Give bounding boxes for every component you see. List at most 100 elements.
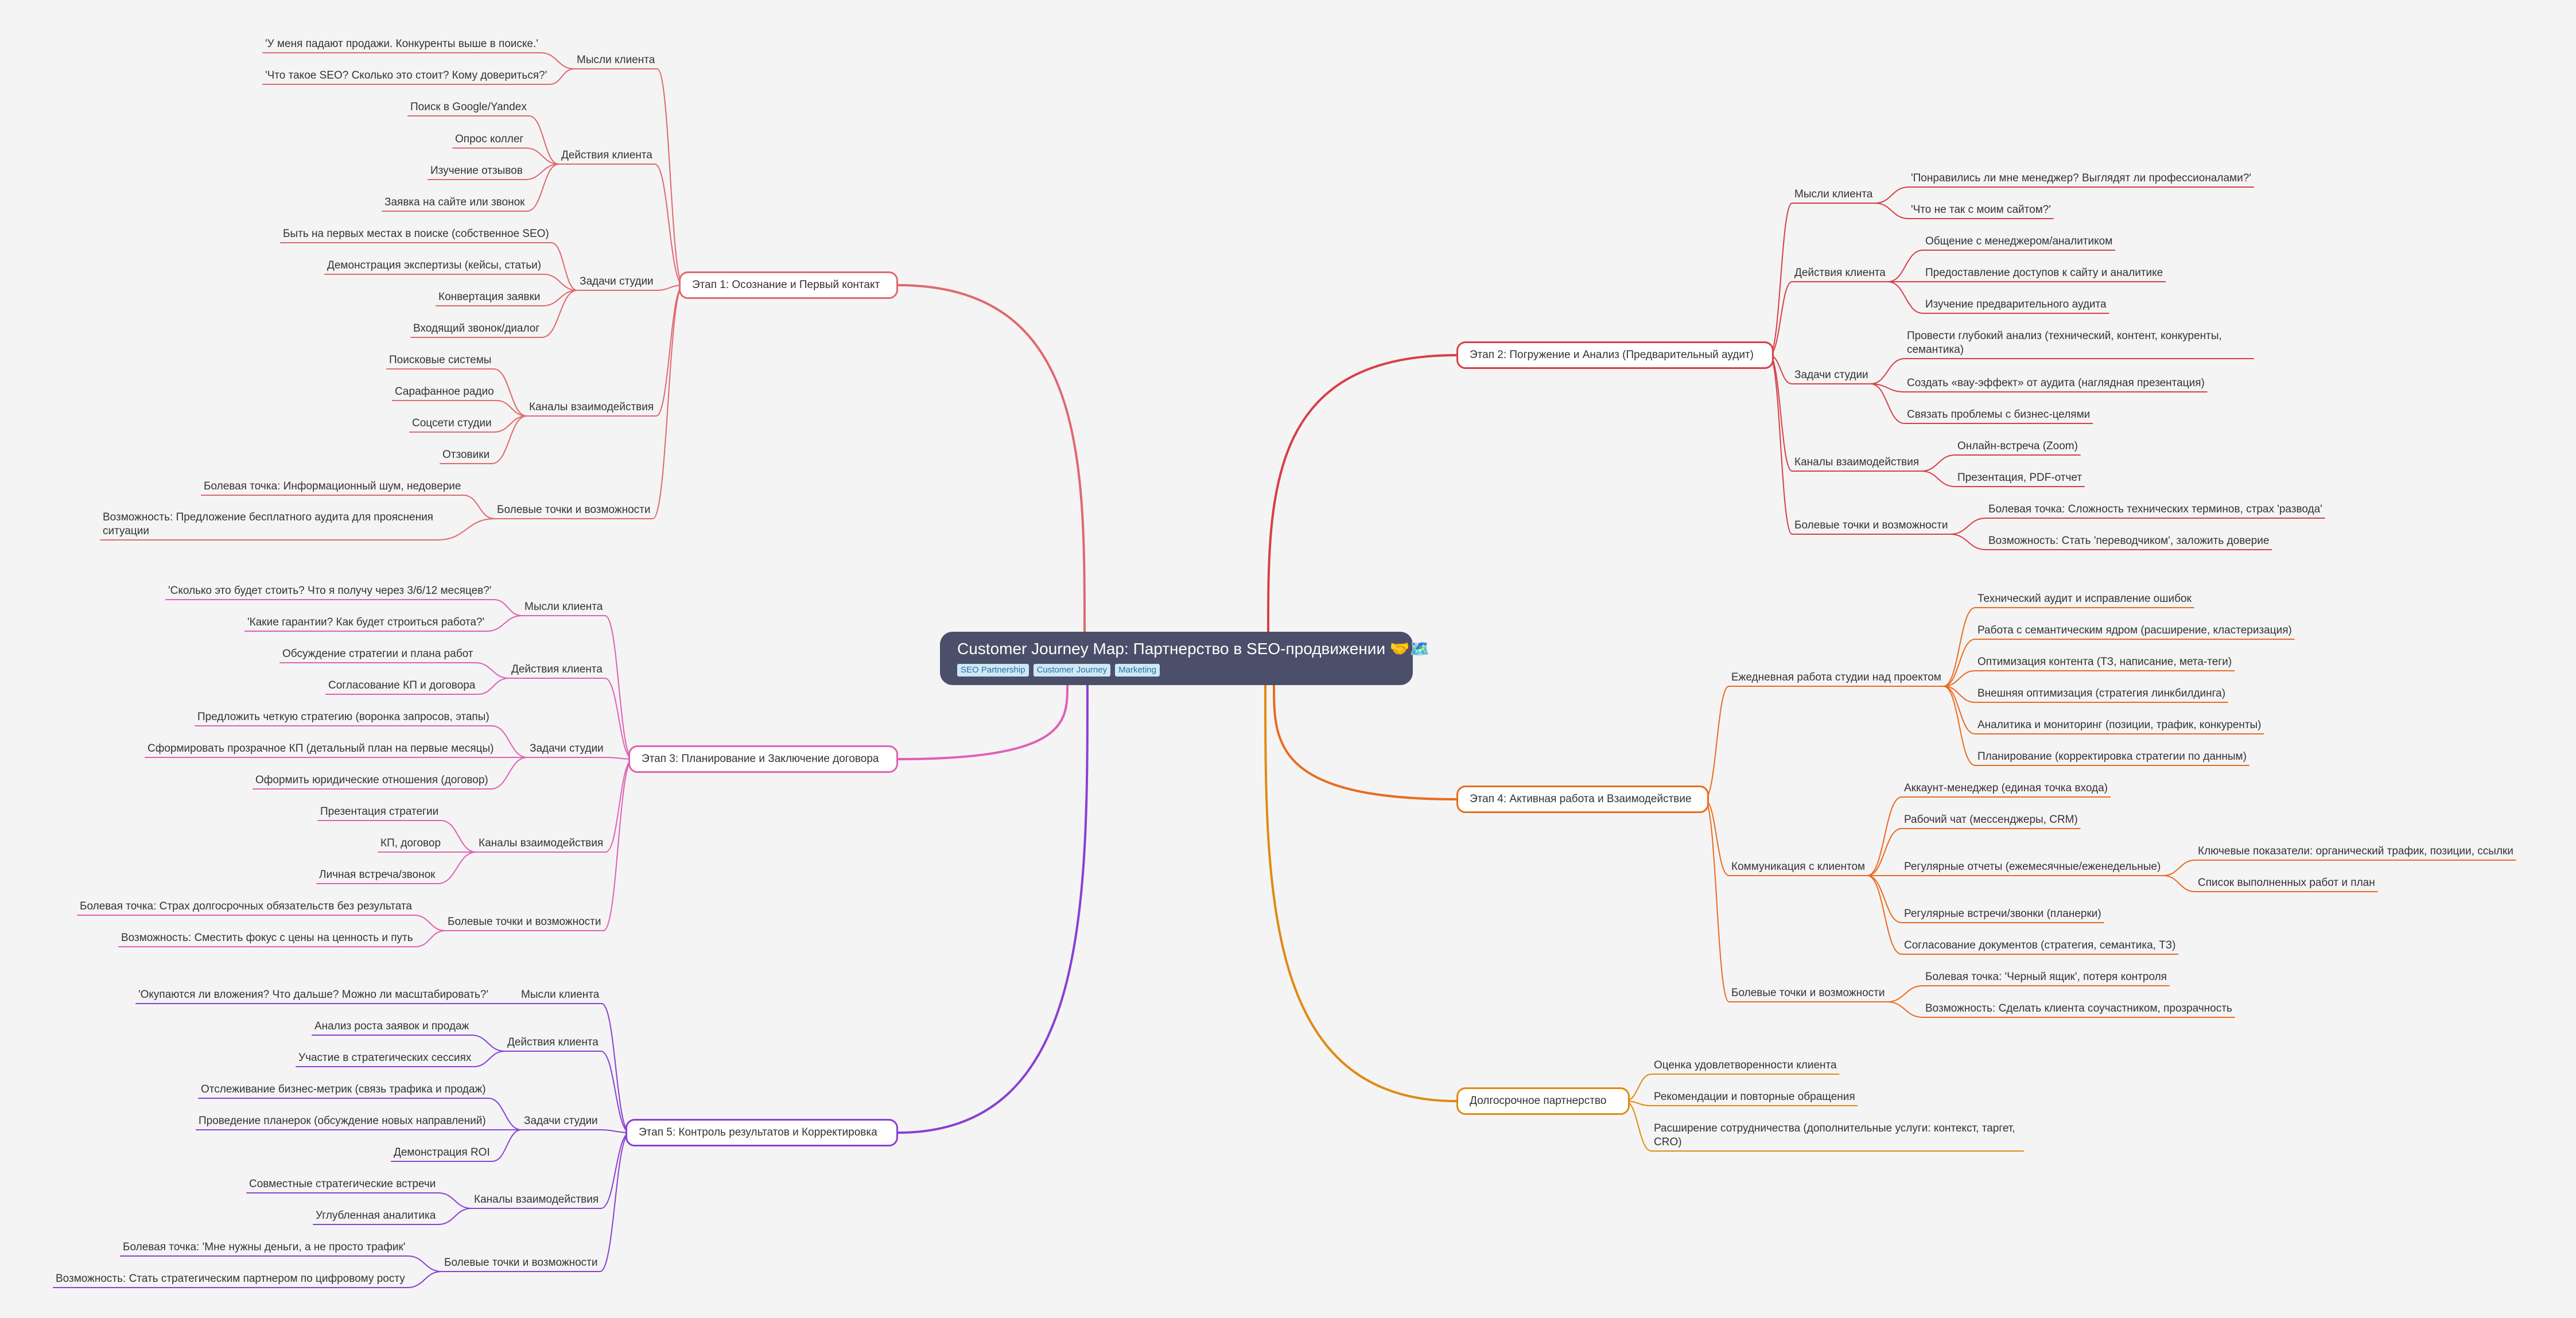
stage-2-group-channels[interactable]: Каналы взаимодействия [1794, 456, 1920, 468]
stage-3-thought-1[interactable]: 'Сколько это будет стоить? Что я получу … [168, 585, 492, 597]
stage-3-group-studio-tasks[interactable]: Задачи студии [530, 742, 604, 755]
stage-4-opportunity[interactable]: Возможность: Сделать клиента соучастнико… [1925, 1002, 2232, 1014]
stage-4-group-daily-work[interactable]: Ежедневная работа студии над проектом [1731, 671, 1941, 683]
stage-3-group-thoughts[interactable]: Мысли клиента [524, 601, 603, 613]
stage-5-group-channels[interactable]: Каналы взаимодействия [474, 1193, 599, 1206]
stage-4-work-4[interactable]: Внешняя оптимизация (стратегия линкбилди… [1977, 687, 2226, 699]
stage-1-group-channels[interactable]: Каналы взаимодействия [529, 401, 654, 413]
stage-1-group-thoughts[interactable]: Мысли клиента [577, 54, 655, 66]
stage-2-pain[interactable]: Болевая точка: Сложность технических тер… [1988, 503, 2322, 515]
stage-5-action-2[interactable]: Участие в стратегических сессиях [298, 1052, 472, 1064]
stage-1-channel-3[interactable]: Соцсети студии [412, 417, 492, 429]
stage-5-task-1[interactable]: Отслеживание бизнес-метрик (связь трафик… [201, 1083, 486, 1095]
stage-5-task-2[interactable]: Проведение планерок (обсуждение новых на… [199, 1115, 486, 1127]
stage-5-task-3[interactable]: Демонстрация ROI [394, 1146, 490, 1158]
stage-1-group-actions[interactable]: Действия клиента [561, 149, 652, 161]
stage-3-group-pains[interactable]: Болевые точки и возможности [448, 916, 601, 928]
stage-1-channel-2[interactable]: Сарафанное радио [395, 386, 494, 398]
stage-6-item-2[interactable]: Рекомендации и повторные обращения [1654, 1091, 1855, 1103]
stage-4-work-5[interactable]: Аналитика и мониторинг (позиции, трафик,… [1977, 719, 2262, 731]
stage-1-node[interactable]: Этап 1: Осознание и Первый контакт [679, 271, 898, 299]
tag-customer-journey[interactable]: Customer Journey [1033, 664, 1111, 677]
stage-6-item-1[interactable]: Оценка удовлетворенности клиента [1654, 1059, 1837, 1071]
stage-1-group-studio-tasks[interactable]: Задачи студии [580, 275, 654, 287]
stage-2-channel-2[interactable]: Презентация, PDF-отчет [1957, 472, 2082, 484]
stage-2-action-1[interactable]: Общение с менеджером/аналитиком [1925, 235, 2113, 247]
stage-2-group-thoughts[interactable]: Мысли клиента [1794, 188, 1873, 200]
stage-3-task-1[interactable]: Предложить четкую стратегию (воронка зап… [197, 711, 489, 723]
stage-5-group-thoughts[interactable]: Мысли клиента [521, 989, 600, 1001]
stage-3-group-actions[interactable]: Действия клиента [511, 663, 603, 675]
stage-4-work-1[interactable]: Технический аудит и исправление ошибок [1977, 593, 2192, 605]
stage-1-action-3[interactable]: Изучение отзывов [430, 165, 523, 177]
stage-2-group-actions[interactable]: Действия клиента [1794, 267, 1886, 279]
stage-1-opportunity[interactable]: Возможность: Предложение бесплатного ауд… [103, 511, 433, 537]
stage-1-thought-2[interactable]: 'Что такое SEO? Сколько это стоит? Кому … [265, 69, 547, 81]
stage-3-channel-2[interactable]: КП, договор [380, 837, 441, 849]
stage-5-channel-1[interactable]: Совместные стратегические встречи [249, 1178, 436, 1190]
stage-5-group-pains[interactable]: Болевые точки и возможности [444, 1257, 598, 1269]
stage-6-item-3[interactable]: Расширение сотрудничества (дополнительны… [1654, 1122, 2015, 1148]
stage-3-node[interactable]: Этап 3: Планирование и Заключение догово… [628, 745, 898, 773]
stage-1-pain[interactable]: Болевая точка: Информационный шум, недов… [204, 480, 461, 492]
stage-4-group-communication[interactable]: Коммуникация с клиентом [1731, 861, 1866, 873]
stage-3-channel-1[interactable]: Презентация стратегии [320, 806, 439, 818]
stage-2-thought-2[interactable]: 'Что не так с моим сайтом?' [1911, 204, 2051, 216]
stage-3-action-2[interactable]: Согласование КП и договора [328, 679, 476, 691]
stage-1-thought-1[interactable]: 'У меня падают продажи. Конкуренты выше … [265, 38, 538, 50]
stage-3-task-2[interactable]: Сформировать прозрачное КП (детальный пл… [147, 742, 494, 755]
stage-5-group-actions[interactable]: Действия клиента [507, 1036, 599, 1048]
stage-2-group-pains[interactable]: Болевые точки и возможности [1794, 519, 1948, 531]
stage-5-channel-2[interactable]: Углубленная аналитика [316, 1210, 436, 1222]
stage-4-comm-5[interactable]: Согласование документов (стратегия, сема… [1904, 939, 2176, 951]
stage-1-group-pains[interactable]: Болевые точки и возможности [497, 504, 651, 516]
stage-2-task-2[interactable]: Создать «вау-эффект» от аудита (наглядна… [1907, 377, 2205, 389]
stage-4-work-2[interactable]: Работа с семантическим ядром (расширение… [1977, 624, 2292, 636]
root-node[interactable]: Customer Journey Map: Партнерство в SEO-… [940, 632, 1430, 685]
stage-5-action-1[interactable]: Анализ роста заявок и продаж [314, 1020, 469, 1032]
stage-4-comm-4[interactable]: Регулярные встречи/звонки (планерки) [1904, 908, 2101, 920]
tag-seo-partnership[interactable]: SEO Partnership [957, 664, 1029, 677]
stage-1-task-2[interactable]: Демонстрация экспертизы (кейсы, статьи) [327, 259, 542, 271]
stage-6-node[interactable]: Долгосрочное партнерство [1456, 1087, 1630, 1115]
stage-5-opportunity[interactable]: Возможность: Стать стратегическим партне… [56, 1273, 405, 1285]
stage-2-action-3[interactable]: Изучение предварительного аудита [1925, 298, 2107, 310]
stage-1-channel-1[interactable]: Поисковые системы [389, 354, 492, 366]
stage-5-node[interactable]: Этап 5: Контроль результатов и Корректир… [625, 1119, 898, 1146]
stage-4-report-sub-1[interactable]: Ключевые показатели: органический трафик… [2198, 845, 2513, 857]
stage-3-thought-2[interactable]: 'Какие гарантии? Как будет строиться раб… [247, 616, 485, 628]
stage-3-opportunity[interactable]: Возможность: Сместить фокус с цены на це… [121, 932, 413, 944]
stage-3-action-1[interactable]: Обсуждение стратегии и плана работ [282, 648, 473, 660]
stage-5-group-studio-tasks[interactable]: Задачи студии [524, 1115, 598, 1127]
stage-4-work-6[interactable]: Планирование (корректировка стратегии по… [1977, 751, 2247, 763]
stage-1-channel-4[interactable]: Отзовики [442, 449, 490, 461]
stage-1-task-4[interactable]: Входящий звонок/диалог [413, 322, 540, 335]
stage-3-pain[interactable]: Болевая точка: Страх долгосрочных обязат… [80, 900, 412, 912]
stage-4-work-3[interactable]: Оптимизация контента (ТЗ, написание, мет… [1977, 656, 2232, 668]
stage-5-pain[interactable]: Болевая точка: 'Мне нужны деньги, а не п… [123, 1241, 406, 1253]
stage-1-task-1[interactable]: Быть на первых местах в поиске (собствен… [283, 228, 549, 240]
stage-4-comm-2[interactable]: Рабочий чат (мессенджеры, CRM) [1904, 814, 2078, 826]
stage-4-comm-1[interactable]: Аккаунт-менеджер (единая точка входа) [1904, 782, 2108, 794]
stage-2-channel-1[interactable]: Онлайн-встреча (Zoom) [1957, 440, 2078, 452]
stage-4-comm-3[interactable]: Регулярные отчеты (ежемесячные/еженедель… [1904, 861, 2161, 873]
stage-4-pain[interactable]: Болевая точка: 'Черный ящик', потеря кон… [1925, 971, 2167, 983]
stage-2-group-studio-tasks[interactable]: Задачи студии [1794, 369, 1868, 381]
stage-3-group-channels[interactable]: Каналы взаимодействия [479, 837, 604, 849]
stage-5-thought-1[interactable]: 'Окупаются ли вложения? Что дальше? Можн… [138, 989, 489, 1001]
stage-3-task-3[interactable]: Оформить юридические отношения (договор) [255, 774, 488, 786]
stage-2-action-2[interactable]: Предоставление доступов к сайту и аналит… [1925, 267, 2163, 279]
stage-4-node[interactable]: Этап 4: Активная работа и Взаимодействие [1456, 786, 1709, 813]
stage-2-task-1[interactable]: Провести глубокий анализ (технический, к… [1907, 330, 2222, 356]
stage-1-action-2[interactable]: Опрос коллег [455, 133, 524, 145]
stage-2-opportunity[interactable]: Возможность: Стать 'переводчиком', залож… [1988, 535, 2270, 547]
stage-2-thought-1[interactable]: 'Понравились ли мне менеджер? Выглядят л… [1911, 172, 2251, 184]
stage-2-node[interactable]: Этап 2: Погружение и Анализ (Предварител… [1456, 341, 1774, 369]
stage-3-channel-3[interactable]: Личная встреча/звонок [319, 869, 436, 881]
stage-1-task-3[interactable]: Конвертация заявки [438, 291, 541, 303]
stage-4-group-pains[interactable]: Болевые точки и возможности [1731, 987, 1885, 999]
stage-2-task-3[interactable]: Связать проблемы с бизнес-целями [1907, 409, 2091, 421]
stage-4-report-sub-2[interactable]: Список выполненных работ и план [2198, 877, 2375, 889]
tag-marketing[interactable]: Marketing [1115, 664, 1160, 677]
stage-1-action-4[interactable]: Заявка на сайте или звонок [384, 196, 525, 208]
